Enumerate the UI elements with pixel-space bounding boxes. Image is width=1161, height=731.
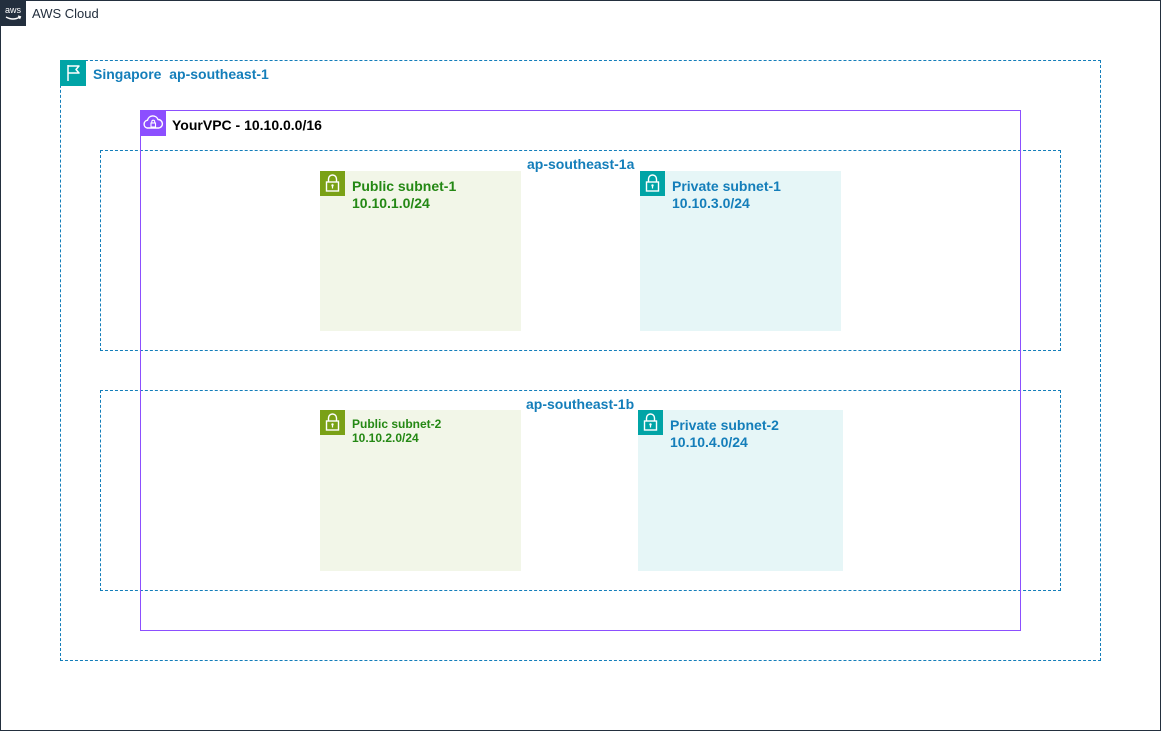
public-subnet-2-label: Public subnet-2 10.10.2.0/24: [352, 417, 441, 445]
private-subnet-1: [640, 171, 841, 331]
availability-zone-1b: [100, 390, 1061, 591]
lock-icon: [320, 171, 345, 196]
public-subnet-1-label: Public subnet-1 10.10.1.0/24: [352, 178, 456, 212]
private-subnet-1-label: Private subnet-1 10.10.3.0/24: [672, 178, 781, 212]
region-flag-icon: [60, 60, 86, 86]
subnet-cidr: 10.10.3.0/24: [672, 195, 750, 211]
aws-logo-icon: aws: [0, 0, 26, 26]
public-subnet-1: [320, 171, 521, 331]
subnet-cidr: 10.10.2.0/24: [352, 431, 419, 445]
subnet-name: Private subnet-2: [670, 417, 779, 433]
region-group: [60, 60, 1101, 661]
private-subnet-2-label: Private subnet-2 10.10.4.0/24: [670, 417, 779, 451]
vpc-group: [140, 110, 1021, 631]
private-subnet-2: [638, 410, 843, 571]
region-label: Singapore ap-southeast-1: [93, 66, 269, 82]
availability-zone-label: ap-southeast-1a: [527, 156, 635, 172]
svg-text:aws: aws: [5, 5, 22, 15]
vpc-label: YourVPC - 10.10.0.0/16: [172, 117, 322, 133]
subnet-cidr: 10.10.1.0/24: [352, 195, 430, 211]
aws-cloud-label: AWS Cloud: [32, 6, 99, 21]
vpc-cloud-icon: [140, 110, 166, 136]
availability-zone-1a: [100, 150, 1061, 351]
lock-icon: [638, 410, 663, 435]
lock-icon: [320, 410, 345, 435]
subnet-cidr: 10.10.4.0/24: [670, 434, 748, 450]
subnet-name: Private subnet-1: [672, 178, 781, 194]
subnet-name: Public subnet-1: [352, 178, 457, 194]
availability-zone-label: ap-southeast-1b: [526, 396, 635, 412]
lock-icon: [640, 171, 665, 196]
public-subnet-2: [320, 410, 521, 571]
subnet-name: Public subnet-2: [352, 417, 442, 431]
